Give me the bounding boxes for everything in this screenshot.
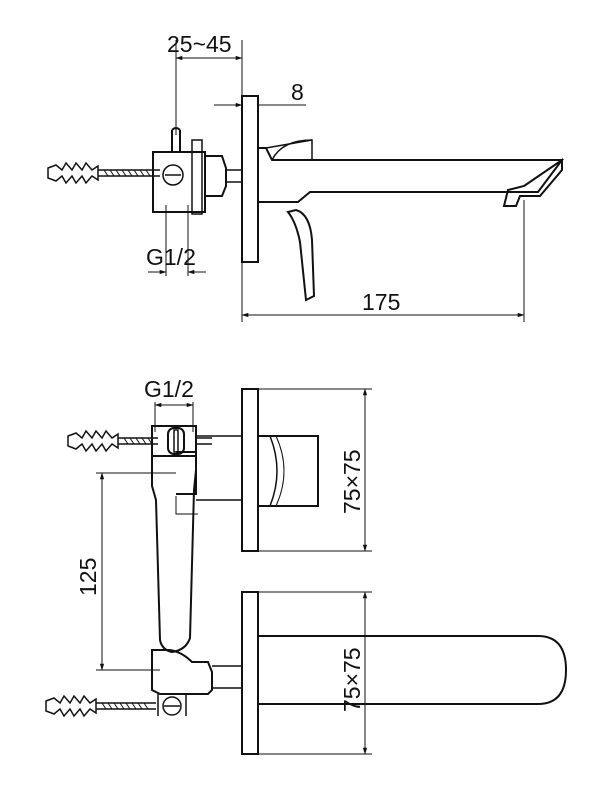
dimension-thread-front: G1/2 [144,376,194,432]
plate-lower: 75×75 [241,591,568,755]
mixer-body-front [151,425,242,695]
wall-anchor-side [47,161,160,185]
wall-anchor-lower [45,694,187,718]
dimension-plate-thickness: 8 [214,79,306,108]
dimension-thread-side: G1/2 [146,218,206,276]
plate-bottom-label: 75×75 [339,647,365,712]
depth-range-label: 25~45 [167,31,232,57]
side-view: 25~45 8 [47,31,564,322]
plate-top-label: 75×75 [339,449,365,514]
wall-plate-side [241,95,259,263]
dimension-depth-range: 25~45 [167,31,243,135]
front-view: G1/2 [45,376,568,755]
spout-side [258,139,564,302]
valve-body-side [152,127,242,218]
spout-projection-label: 175 [362,289,400,315]
plate-upper: 75×75 [241,388,372,552]
dimension-centre-distance: 125 [75,472,176,671]
dimension-spout-projection: 175 [241,200,525,322]
thread-front-label: G1/2 [144,376,194,402]
centre-distance-label: 125 [75,558,101,596]
wall-anchor-upper [67,429,212,453]
plate-thickness-label: 8 [291,79,304,105]
thread-side-label: G1/2 [146,244,196,270]
